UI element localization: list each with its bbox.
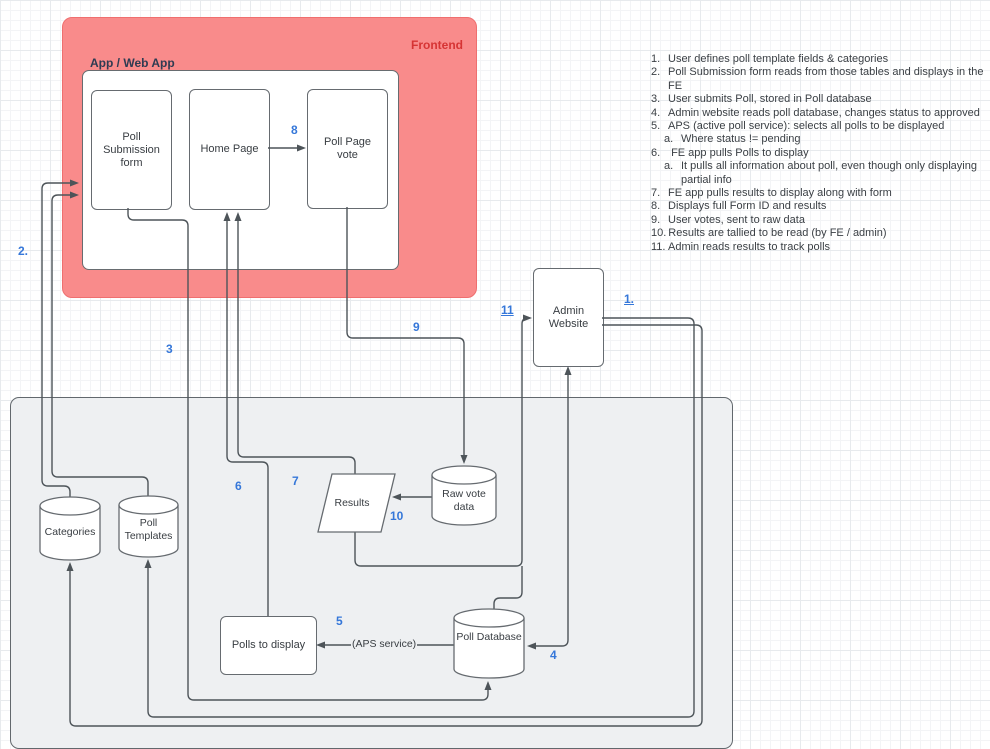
db-poll-database[interactable]: [453, 608, 525, 679]
poll-database-label: Poll Database: [456, 631, 522, 643]
node-admin-website[interactable]: Admin Website: [533, 268, 604, 367]
edge-9: [346, 207, 465, 459]
edge-1a: [147, 317, 695, 718]
note-line: 11.Admin reads results to track polls: [651, 240, 831, 253]
note-line: 4.Admin website reads poll database, cha…: [651, 106, 980, 119]
db-poll-templates[interactable]: [118, 495, 179, 558]
note-line: 10.Results are tallied to be read (by FE…: [651, 227, 887, 240]
edge-label-11[interactable]: 11: [501, 303, 514, 317]
note-line: 2.Poll Submission form reads from those …: [651, 66, 987, 92]
raw-vote-data-label: Raw vote data: [442, 488, 486, 513]
edge-poll-db-top: [493, 566, 523, 609]
node-label: Poll Page vote: [323, 136, 372, 161]
categories-label: Categories: [44, 526, 96, 538]
node-label: Poll Submission form: [103, 130, 160, 169]
node-label: Polls to display: [231, 639, 306, 651]
arrowheads: [66, 144, 572, 690]
edge-label-10: 10: [390, 509, 404, 523]
note-line: 3.User submits Poll, stored in Poll data…: [651, 93, 872, 106]
edge-3: [127, 208, 489, 701]
edge-label-2: 2.: [18, 244, 29, 258]
db-raw-vote-data[interactable]: [431, 465, 497, 526]
notes-list: 1.User defines poll template fields & ca…: [651, 53, 987, 254]
app-web-app-label: App / Web App: [90, 56, 175, 70]
note-subline: a.Where status != pending: [664, 133, 801, 146]
edge-6: [226, 218, 269, 616]
edge-label-6: 6: [235, 479, 242, 493]
edge-label-5: 5: [336, 614, 343, 628]
edge-4: [531, 370, 569, 647]
node-home-page[interactable]: Home Page: [189, 89, 270, 210]
aps-service-label: (APS service): [351, 638, 418, 650]
node-poll-page-vote[interactable]: Poll Page vote: [307, 89, 388, 209]
note-line: 6. FE app pulls Polls to display: [651, 146, 809, 159]
frontend-label: Frontend: [411, 38, 463, 52]
node-poll-submission-form[interactable]: Poll Submission form: [91, 90, 172, 210]
edge-label-4: 4: [550, 648, 557, 662]
poll-templates-label: Poll Templates: [124, 517, 173, 542]
backend-container[interactable]: [10, 397, 733, 749]
edge-1b: [69, 324, 703, 727]
note-line: 7.FE app pulls results to display along …: [651, 187, 892, 200]
note-subline: a.It pulls all information about poll, e…: [664, 160, 981, 186]
node-label: Admin Website: [548, 304, 589, 330]
note-line: 5.APS (active poll service): selects all…: [651, 120, 945, 133]
edge-label-1[interactable]: 1.: [624, 292, 635, 306]
results-label: Results: [334, 497, 370, 509]
edge-label-7: 7: [292, 474, 299, 488]
node-polls-to-display[interactable]: Polls to display: [220, 616, 317, 675]
node-results[interactable]: [317, 473, 396, 533]
note-line: 1.User defines poll template fields & ca…: [651, 53, 889, 65]
note-line: 8.Displays full Form ID and results: [651, 200, 827, 213]
db-categories[interactable]: [39, 496, 101, 561]
node-label: Home Page: [200, 143, 259, 155]
note-line: 9.User votes, sent to raw data: [651, 213, 805, 226]
edge-2a: [41, 182, 74, 497]
edge-7-11: [237, 218, 529, 567]
edge-label-9: 9: [413, 320, 420, 334]
edge-label-8: 8: [291, 123, 298, 137]
edge-label-3: 3: [166, 342, 173, 356]
edge-2b: [51, 194, 149, 496]
